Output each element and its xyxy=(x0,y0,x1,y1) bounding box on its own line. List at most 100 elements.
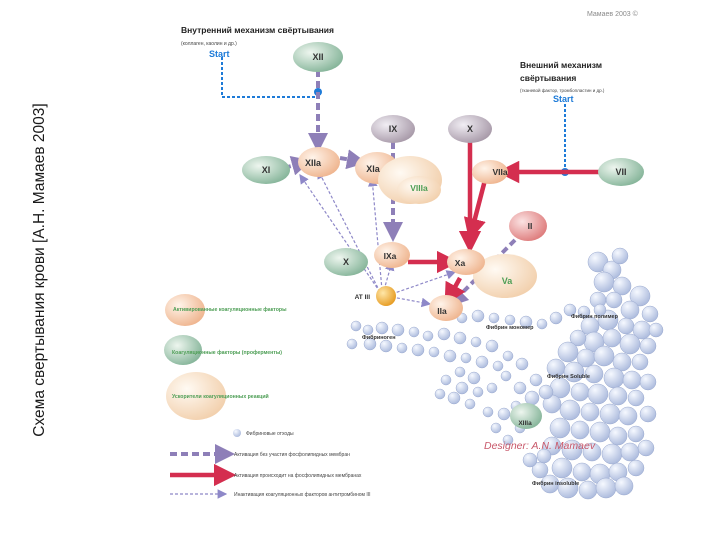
fibrin-ball xyxy=(578,480,598,500)
fibrin-ball xyxy=(608,426,628,446)
fibrin-ball xyxy=(639,373,657,391)
fibrin-ball xyxy=(488,312,500,324)
fibrin-ball xyxy=(557,477,579,499)
fibrin-ball xyxy=(524,390,540,406)
fibrin-ball xyxy=(611,247,629,265)
fibrin-ball xyxy=(641,305,659,323)
factor-xia-label: XIa xyxy=(366,164,381,174)
fibrin-ball xyxy=(595,477,617,499)
fibrin-ball xyxy=(490,422,502,434)
fibrin-ball xyxy=(639,405,657,423)
fibrin-ball xyxy=(411,343,425,357)
fibrin-ball xyxy=(614,476,634,496)
fibrin-ball xyxy=(486,382,498,394)
legend-proenzymes-swatch xyxy=(164,335,202,365)
fibrin-ball xyxy=(593,271,615,293)
extrinsic-subtitle: (тканевой фактор, тромбопластин и др.) xyxy=(520,87,605,93)
intrinsic-start-path xyxy=(221,57,319,98)
legend-proenzymes-label: Коагуляционные факторы (проферменты) xyxy=(172,349,282,356)
factor-xii-label: XII xyxy=(312,52,323,62)
fibrin-ball xyxy=(577,305,591,319)
fibrin-ball xyxy=(561,439,583,461)
fibrin-ball xyxy=(485,339,499,353)
factor-xii-node xyxy=(293,42,343,72)
fibrin-ball xyxy=(492,360,504,372)
fibrin-ball xyxy=(434,388,446,400)
factor-ix-node xyxy=(371,115,415,143)
factor-ix-label: IX xyxy=(389,124,398,134)
fibrin-ball xyxy=(536,448,552,464)
factor-vii-node xyxy=(598,158,644,186)
fibrin-ball xyxy=(572,462,592,482)
factor-iia-label: IIa xyxy=(437,306,447,316)
fibrin-ball xyxy=(454,366,466,378)
factor-ii-label: II xyxy=(528,221,533,231)
fibrin-ball xyxy=(627,425,645,443)
factor-viia-node xyxy=(472,160,508,184)
fibrin-ball xyxy=(587,383,609,405)
fibrin-ball xyxy=(639,337,657,355)
fibrin-ball xyxy=(551,457,573,479)
factor-ii-node xyxy=(509,211,547,241)
fibrin-ball xyxy=(593,303,607,317)
fibrin-ball xyxy=(455,381,469,395)
fibrin-ball xyxy=(559,399,581,421)
fibrin-ball xyxy=(627,389,645,407)
factor-xa-node xyxy=(447,249,485,275)
fibrin-ball xyxy=(363,337,377,351)
fibrin-ball xyxy=(612,276,632,296)
extrinsic-start-label: Start xyxy=(553,94,574,104)
atiii-label: AT III xyxy=(355,294,371,301)
fibrin-ball xyxy=(620,300,640,320)
inactivation-arrows xyxy=(299,168,457,308)
factor-xi-label: XI xyxy=(262,165,271,175)
intrinsic-subtitle: (коллаген, каолин и др.) xyxy=(181,41,237,47)
factor-iia-node xyxy=(429,295,463,321)
fibrin-ball xyxy=(513,381,527,395)
factor-vii-label: VII xyxy=(615,167,626,177)
legend-activated-swatch xyxy=(165,294,205,326)
fibrin-ball xyxy=(608,386,628,406)
fibrinogen-label: Фибриноген xyxy=(362,334,396,341)
fibrin-ball xyxy=(519,315,533,329)
factor-xiiia-node xyxy=(510,403,542,429)
fibrin-ball xyxy=(570,382,590,402)
factor-xiia-label: XIIa xyxy=(305,158,322,168)
fibrin-ball xyxy=(627,459,645,477)
fibrin-ball xyxy=(379,339,393,353)
factor-viiia-node xyxy=(397,176,441,204)
factor-xiiia-label: XIIIa xyxy=(518,420,532,427)
legend-on-phospholipid-label: Активация происходит на фосфолипидных ме… xyxy=(234,473,362,479)
legend-fragments-label: Фибриновые отходы xyxy=(246,431,294,437)
fibrin-ball xyxy=(629,285,651,307)
fibrin-ball xyxy=(515,357,529,371)
fibrin-ball xyxy=(350,320,362,332)
fibrin-ball xyxy=(570,420,590,440)
fibrin-ball xyxy=(563,361,585,383)
fibrin-ball xyxy=(472,386,484,398)
fibrin-polymer-label: Фибрин полимер xyxy=(571,313,619,320)
legend-activated-label: Активированные коагуляционные факторы xyxy=(173,306,287,313)
fibrin-ball xyxy=(580,402,600,422)
copyright: Мамаев 2003 © xyxy=(587,10,639,18)
extrinsic-title-2: свёртывания xyxy=(520,73,576,83)
fibrin-ball xyxy=(593,345,615,367)
fibrin-ball xyxy=(375,321,389,335)
fibrin-ball xyxy=(396,342,408,354)
fibrin-ball xyxy=(470,336,482,348)
arrow-xa-iia xyxy=(444,276,466,306)
factor-x-left-label: X xyxy=(343,257,349,267)
fibrin-ball xyxy=(536,318,548,330)
fibrin-ball xyxy=(522,452,538,468)
factor-xa-label: Xa xyxy=(455,258,466,268)
arrow-viia-xa xyxy=(463,179,488,241)
fibrin-ball xyxy=(602,328,622,348)
fibrin-ball xyxy=(475,355,489,369)
legend-no-phospholipid-label: Активация без участия фосфолипидных мемб… xyxy=(234,452,350,458)
legend-fragments-swatch xyxy=(233,429,241,437)
factor-xi-node xyxy=(242,156,290,184)
fibrin-ball xyxy=(582,442,602,462)
fibrin-ball xyxy=(482,406,494,418)
